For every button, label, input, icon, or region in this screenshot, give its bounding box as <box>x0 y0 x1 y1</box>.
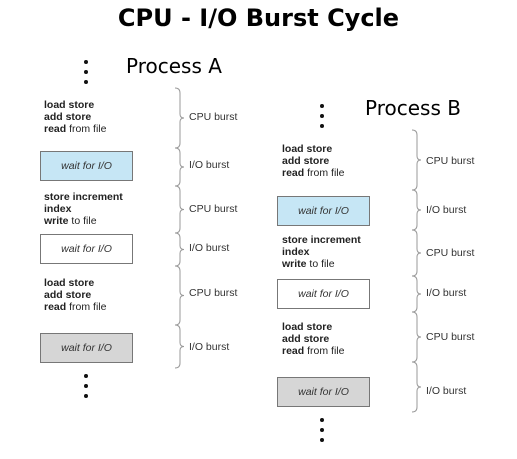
instr-line: index <box>282 246 310 258</box>
instr-line: load store <box>44 99 95 111</box>
process-a-title: Process A <box>126 54 222 78</box>
process-b-brace-5 <box>411 311 422 363</box>
process-b-cpu-block-2: store increment index write to file <box>282 234 361 270</box>
process-a-label-cpu-1: CPU burst <box>189 111 238 123</box>
instr-line: read from file <box>282 167 345 179</box>
process-b-label-io-1: I/O burst <box>426 204 467 216</box>
process-a-io-box-2: wait for I/O <box>40 234 133 264</box>
process-a-io-box-3: wait for I/O <box>40 333 133 363</box>
process-a-brace-2 <box>174 147 185 187</box>
process-a-label-cpu-3: CPU burst <box>189 287 238 299</box>
instr-line: add store <box>282 333 330 345</box>
process-a-label-io-2: I/O burst <box>189 242 230 254</box>
process-a-bottom-ellipsis <box>84 374 90 404</box>
instr-line: load store <box>44 277 95 289</box>
instr-line: write to file <box>282 258 335 270</box>
process-b-brace-6 <box>411 361 422 413</box>
instr-line: add store <box>44 111 92 123</box>
process-a-brace-3 <box>174 185 185 234</box>
instr-line: load store <box>282 321 333 333</box>
instr-line: read from file <box>282 345 345 357</box>
process-b-top-ellipsis <box>320 104 326 134</box>
instr-line: read from file <box>44 301 107 313</box>
process-b-io-box-3: wait for I/O <box>277 377 370 407</box>
instr-line: store increment <box>44 191 123 203</box>
process-a-brace-6 <box>174 324 185 369</box>
process-a-cpu-block-3: load store add store read from file <box>44 277 106 313</box>
process-a-brace-5 <box>174 265 185 326</box>
instr-line: write to file <box>44 215 97 227</box>
process-b-title: Process B <box>365 96 461 120</box>
process-b-io-box-2: wait for I/O <box>277 279 370 309</box>
process-b-bottom-ellipsis <box>320 418 326 448</box>
process-b-brace-2 <box>411 189 422 231</box>
process-b-label-cpu-2: CPU burst <box>426 247 475 259</box>
process-b-cpu-block-3: load store add store read from file <box>282 321 344 357</box>
process-a-top-ellipsis <box>84 60 90 90</box>
diagram-title: CPU - I/O Burst Cycle <box>117 4 400 32</box>
process-a-cpu-block-2: store increment index write to file <box>44 191 123 227</box>
process-a-brace-4 <box>174 232 185 267</box>
process-b-label-io-2: I/O burst <box>426 287 467 299</box>
process-a-label-io-1: I/O burst <box>189 159 230 171</box>
process-a-label-cpu-2: CPU burst <box>189 203 238 215</box>
process-a-label-io-3: I/O burst <box>189 341 230 353</box>
process-b-brace-4 <box>411 275 422 313</box>
process-b-brace-3 <box>411 229 422 277</box>
instr-line: add store <box>282 155 330 167</box>
process-b-label-io-3: I/O burst <box>426 385 467 397</box>
instr-line: read from file <box>44 123 107 135</box>
process-b-brace-1 <box>411 129 422 191</box>
instr-line: load store <box>282 143 333 155</box>
instr-line: store increment <box>282 234 361 246</box>
process-a-io-box-1: wait for I/O <box>40 151 133 181</box>
instr-line: index <box>44 203 72 215</box>
process-b-label-cpu-1: CPU burst <box>426 155 475 167</box>
process-a-brace-1 <box>174 87 185 149</box>
process-a-cpu-block-1: load store add store read from file <box>44 99 106 135</box>
process-b-cpu-block-1: load store add store read from file <box>282 143 344 179</box>
process-b-label-cpu-3: CPU burst <box>426 331 475 343</box>
instr-line: add store <box>44 289 92 301</box>
process-b-io-box-1: wait for I/O <box>277 196 370 226</box>
